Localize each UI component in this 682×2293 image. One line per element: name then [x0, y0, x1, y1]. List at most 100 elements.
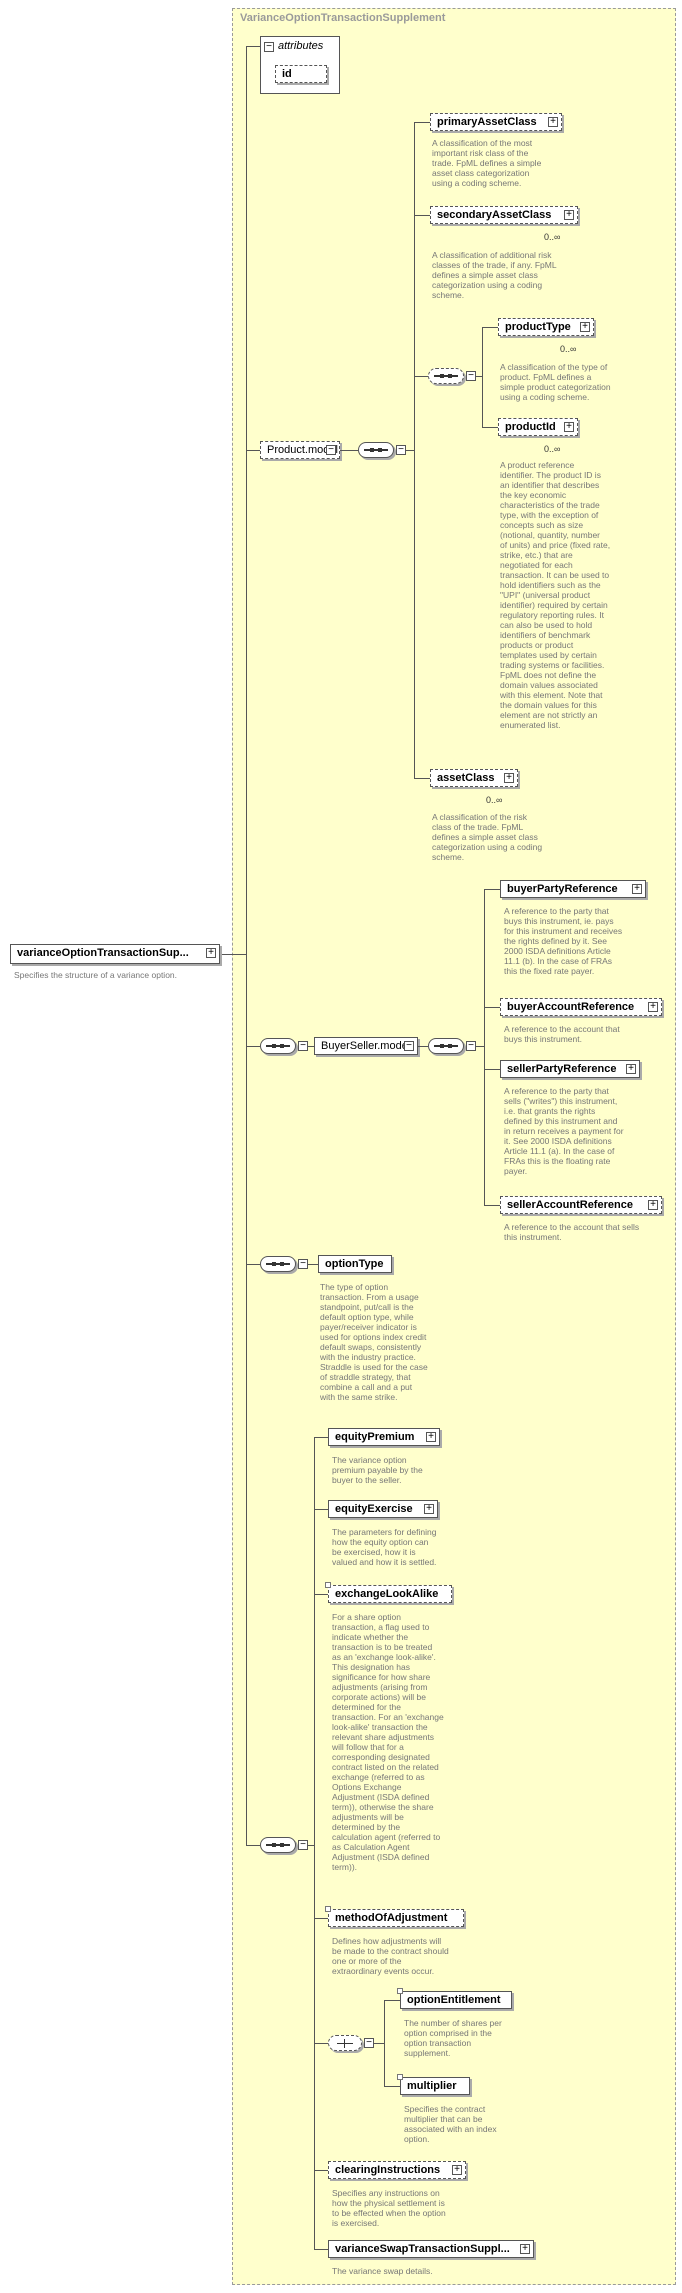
- expand-icon[interactable]: +: [564, 210, 574, 220]
- connector: [314, 1437, 328, 1438]
- connector: [484, 889, 500, 890]
- expand-icon[interactable]: +: [452, 2165, 462, 2175]
- exchange-look-alike-label: exchangeLookAlike: [335, 1588, 439, 1600]
- multiplier-label: multiplier: [407, 2080, 457, 2092]
- pin-icon: [325, 1582, 331, 1588]
- equity-exercise-label: equityExercise: [335, 1503, 413, 1515]
- product-type-occurrence: 0..∞: [560, 344, 577, 354]
- collapse-icon[interactable]: −: [298, 1259, 308, 1269]
- method-of-adjustment-element[interactable]: methodOfAdjustment: [328, 1909, 464, 1927]
- secondary-asset-class-element[interactable]: secondaryAssetClass +: [430, 206, 578, 224]
- connector: [414, 122, 415, 778]
- connector: [384, 2000, 400, 2001]
- collapse-icon[interactable]: −: [466, 371, 476, 381]
- connector: [374, 2043, 384, 2044]
- connector: [308, 1845, 314, 1846]
- buyer-account-reference-element[interactable]: buyerAccountReference +: [500, 998, 662, 1016]
- connector: [246, 1845, 260, 1846]
- connector: [484, 1069, 500, 1070]
- connector: [484, 1007, 500, 1008]
- buyer-party-reference-label: buyerPartyReference: [507, 883, 618, 895]
- connector: [384, 2086, 400, 2087]
- buyer-account-reference-label: buyerAccountReference: [507, 1001, 635, 1013]
- connector: [484, 889, 485, 1205]
- variance-swap-transaction-supplement-element[interactable]: varianceSwapTransactionSuppl... +: [328, 2240, 534, 2258]
- seller-account-reference-label: sellerAccountReference: [507, 1199, 633, 1211]
- product-model-group[interactable]: Product.model −: [260, 441, 340, 459]
- asset-class-occurrence: 0..∞: [486, 795, 503, 805]
- sequence-compositor: [358, 442, 394, 458]
- root-element[interactable]: varianceOptionTransactionSup... +: [10, 944, 220, 964]
- expand-icon[interactable]: +: [424, 1504, 434, 1514]
- product-type-label: productType: [505, 321, 571, 333]
- connector: [314, 2249, 328, 2250]
- collapse-icon[interactable]: −: [264, 42, 274, 52]
- type-frame: [232, 8, 676, 2285]
- option-type-element[interactable]: optionType: [318, 1255, 392, 1273]
- buyer-party-reference-element[interactable]: buyerPartyReference +: [500, 880, 646, 898]
- collapse-icon[interactable]: −: [298, 1840, 308, 1850]
- clearing-instructions-element[interactable]: clearingInstructions +: [328, 2161, 466, 2179]
- expand-icon[interactable]: +: [648, 1002, 658, 1012]
- multiplier-element[interactable]: multiplier: [400, 2077, 470, 2095]
- product-id-element[interactable]: productId +: [498, 418, 578, 436]
- collapse-icon[interactable]: −: [404, 1041, 414, 1051]
- option-entitlement-label: optionEntitlement: [407, 1994, 501, 2006]
- equity-premium-label: equityPremium: [335, 1431, 415, 1443]
- expand-icon[interactable]: +: [564, 422, 574, 432]
- choice-compositor: [328, 2035, 362, 2051]
- expand-icon[interactable]: +: [206, 948, 216, 958]
- primary-asset-class-element[interactable]: primaryAssetClass +: [430, 113, 562, 131]
- connector: [308, 1046, 314, 1047]
- id-attribute[interactable]: id: [275, 65, 327, 83]
- exchange-look-alike-element[interactable]: exchangeLookAlike: [328, 1585, 452, 1603]
- connector: [222, 954, 246, 955]
- connector: [246, 46, 260, 47]
- connector: [484, 1205, 500, 1206]
- option-entitlement-element[interactable]: optionEntitlement: [400, 1991, 512, 2009]
- buyer-seller-model-group[interactable]: BuyerSeller.model −: [314, 1037, 418, 1055]
- product-type-element[interactable]: productType +: [498, 318, 594, 336]
- collapse-icon[interactable]: −: [466, 1041, 476, 1051]
- expand-icon[interactable]: +: [426, 1432, 436, 1442]
- equity-premium-element[interactable]: equityPremium +: [328, 1428, 440, 1446]
- expand-icon[interactable]: +: [580, 322, 590, 332]
- collapse-icon[interactable]: −: [364, 2038, 374, 2048]
- expand-icon[interactable]: +: [520, 2244, 530, 2254]
- seller-party-reference-element[interactable]: sellerPartyReference +: [500, 1060, 640, 1078]
- expand-icon[interactable]: +: [632, 884, 642, 894]
- variance-swap-transaction-supplement-label: varianceSwapTransactionSuppl...: [335, 2243, 510, 2255]
- collapse-icon[interactable]: −: [298, 1041, 308, 1051]
- expand-icon[interactable]: +: [626, 1064, 636, 1074]
- equity-exercise-element[interactable]: equityExercise +: [328, 1500, 438, 1518]
- expand-icon[interactable]: +: [504, 773, 514, 783]
- connector: [314, 1509, 328, 1510]
- connector: [476, 1046, 484, 1047]
- expand-icon[interactable]: +: [648, 1200, 658, 1210]
- pin-icon: [397, 2074, 403, 2080]
- clearing-instructions-label: clearingInstructions: [335, 2164, 441, 2176]
- method-of-adjustment-label: methodOfAdjustment: [335, 1912, 448, 1924]
- secondary-asset-class-occurrence: 0..∞: [544, 232, 561, 242]
- connector: [246, 450, 260, 451]
- primary-asset-class-label: primaryAssetClass: [437, 116, 537, 128]
- collapse-icon[interactable]: −: [396, 445, 406, 455]
- connector: [314, 2043, 328, 2044]
- seller-account-reference-element[interactable]: sellerAccountReference +: [500, 1196, 662, 1214]
- connector: [340, 450, 358, 451]
- connector: [384, 2000, 385, 2086]
- collapse-icon[interactable]: −: [326, 445, 336, 455]
- product-model-label: Product.model: [267, 444, 338, 456]
- asset-class-element[interactable]: assetClass +: [430, 769, 518, 787]
- expand-icon[interactable]: +: [548, 117, 558, 127]
